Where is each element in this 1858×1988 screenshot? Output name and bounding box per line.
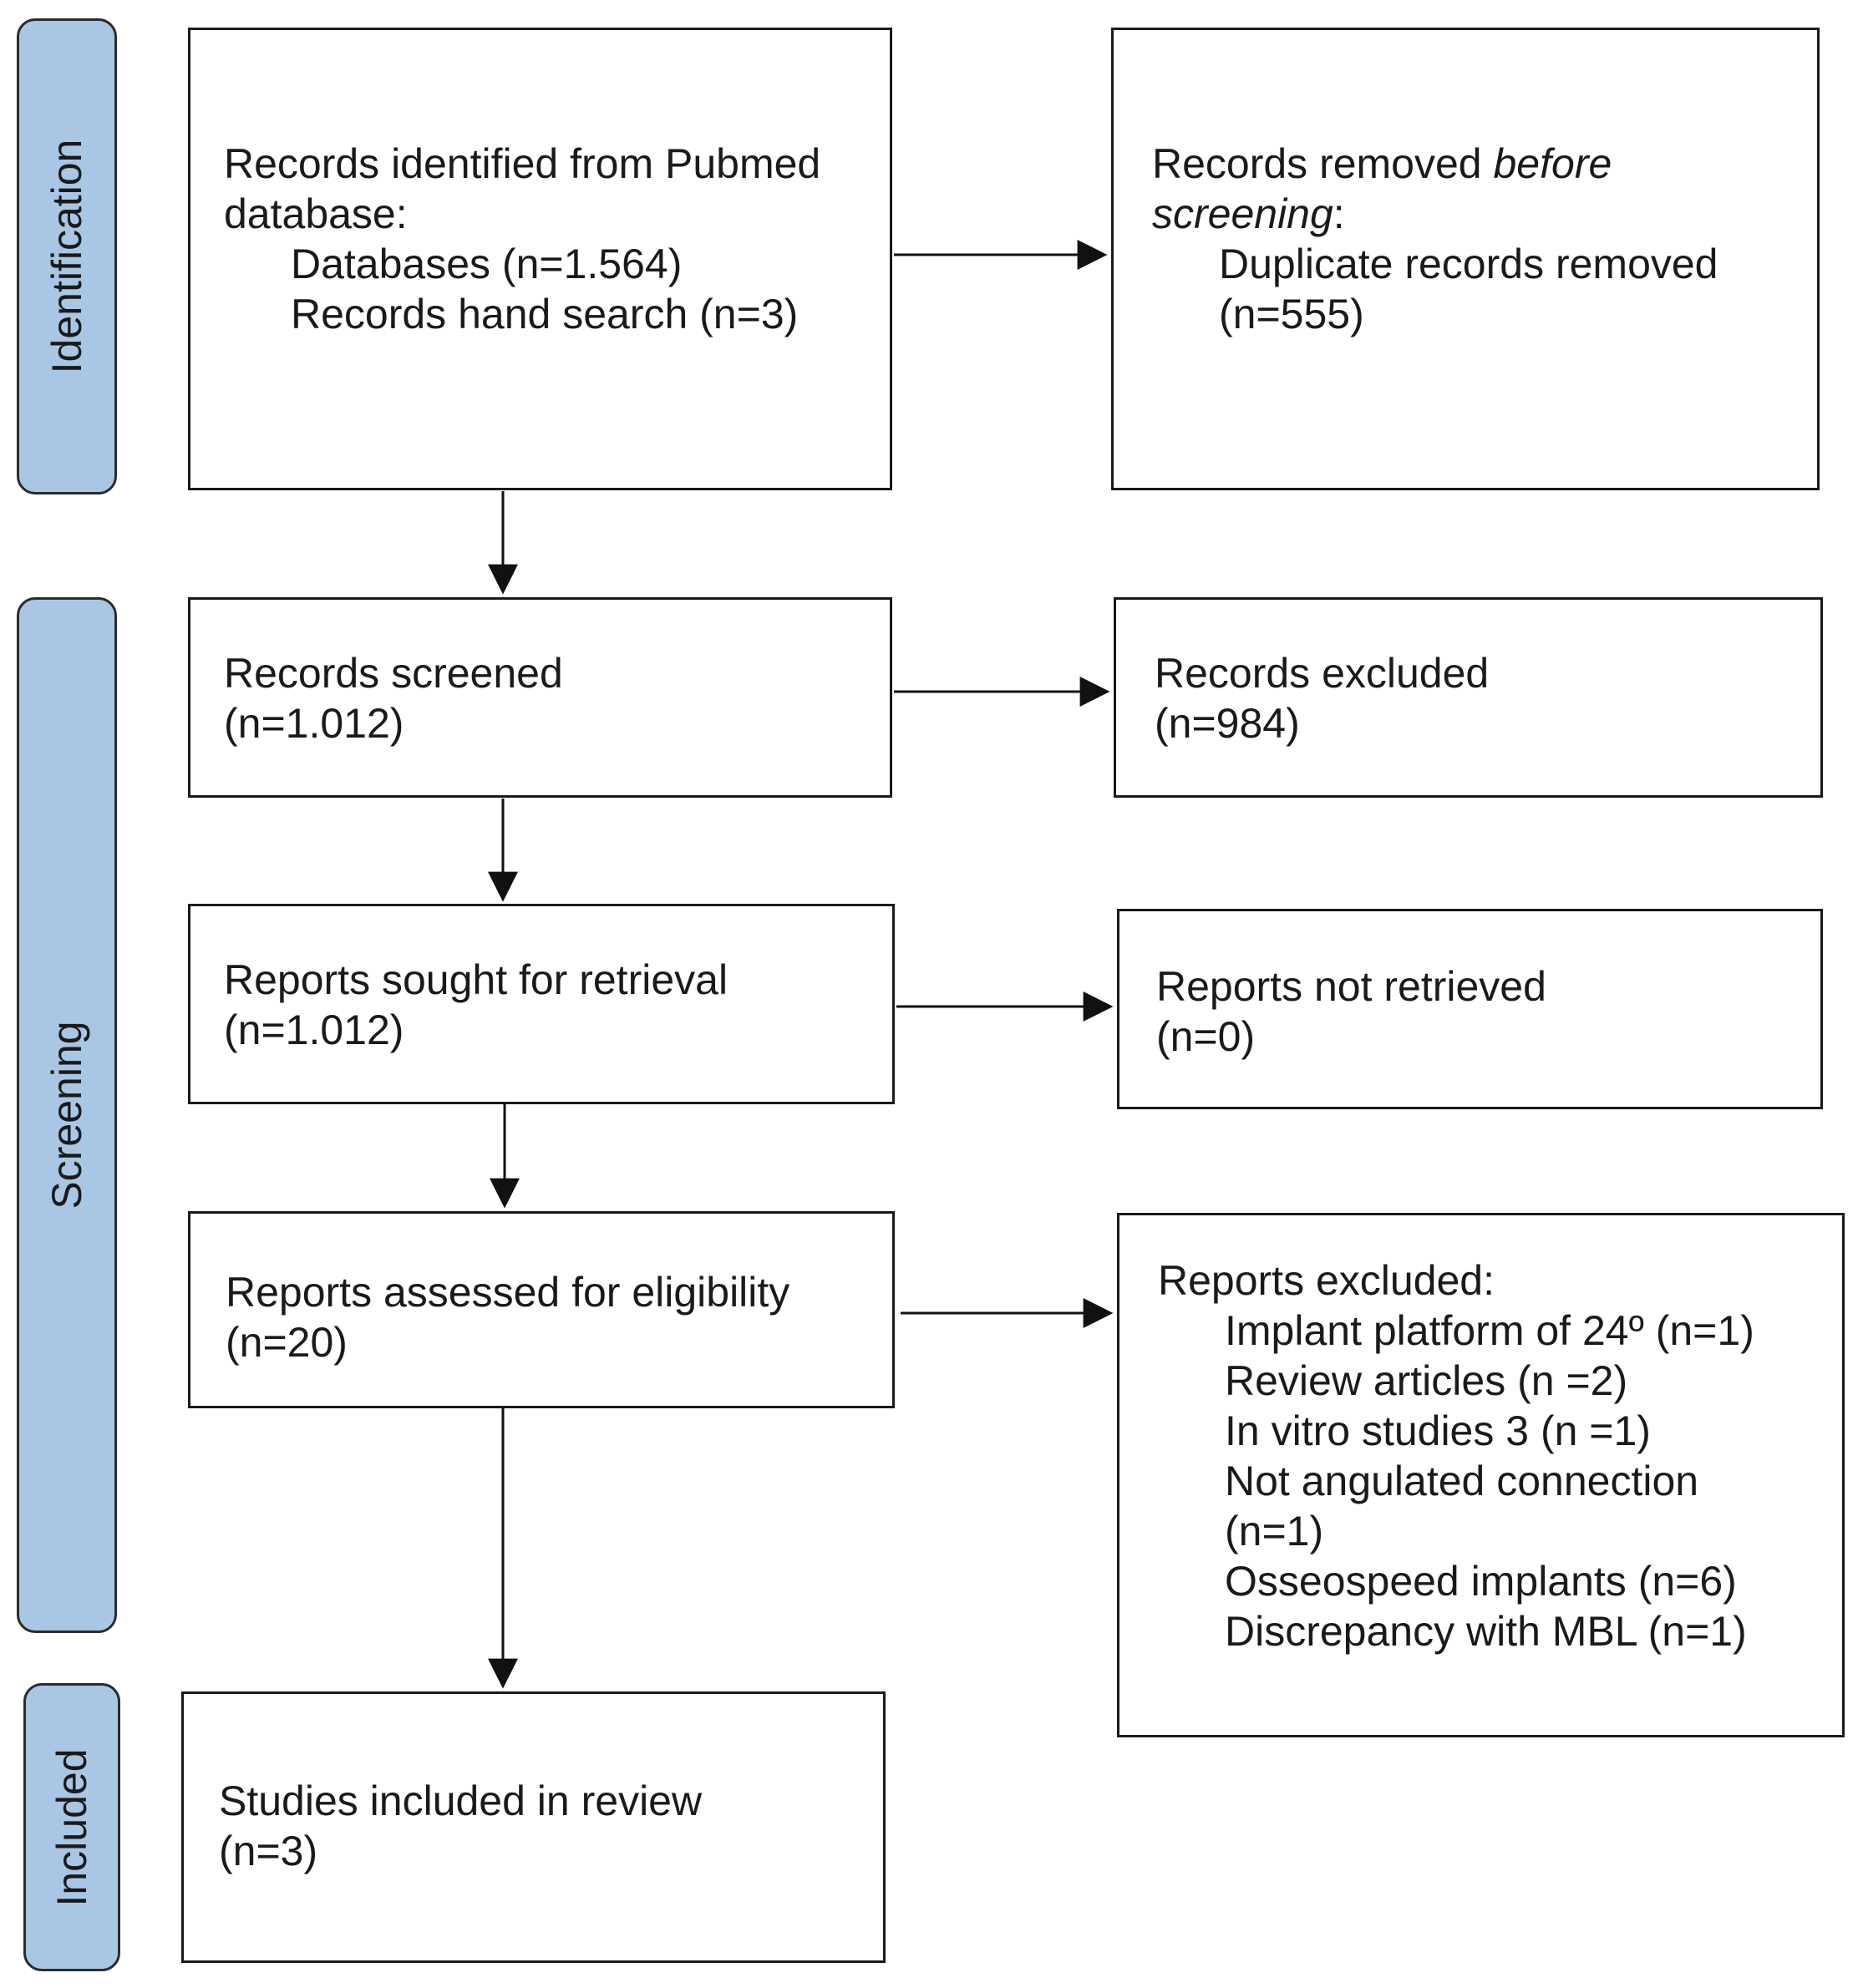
- records-removed-heading-line1: Records removed before: [1152, 139, 1718, 189]
- reports-not-retrieved-box: Reports not retrieved (n=0): [1117, 909, 1823, 1109]
- records-screened-count: (n=1.012): [224, 700, 404, 747]
- exclusion-reason: Implant platform of 24º (n=1): [1225, 1307, 1754, 1354]
- reports-not-retrieved-title: Reports not retrieved: [1156, 963, 1546, 1010]
- records-excluded-count: (n=984): [1155, 700, 1300, 747]
- exclusion-reason: Review articles (n =2): [1225, 1357, 1628, 1404]
- exclusion-reason: Osseospeed implants (n=6): [1225, 1558, 1737, 1605]
- studies-included-title: Studies included in review: [219, 1778, 703, 1824]
- reports-excluded-title: Reports excluded:: [1158, 1257, 1495, 1304]
- phase-included: Included: [23, 1683, 120, 1971]
- reports-assessed-title: Reports assessed for eligibility: [226, 1269, 790, 1316]
- records-screened-title: Records screened: [224, 650, 563, 697]
- reports-sought-count: (n=1.012): [224, 1007, 404, 1053]
- hand-search-count: Records hand search (n=3): [291, 291, 799, 337]
- records-removed-box: Records removed before screening: Duplic…: [1111, 28, 1820, 490]
- records-removed-screening: screening: [1152, 190, 1333, 237]
- records-identified-line2: database:: [224, 190, 408, 237]
- exclusion-reason: (n=1): [1225, 1508, 1324, 1554]
- studies-included-box: Studies included in review (n=3): [181, 1691, 886, 1963]
- reports-not-retrieved-count: (n=0): [1156, 1013, 1256, 1060]
- exclusion-reason: Discrepancy with MBL (n=1): [1225, 1608, 1747, 1655]
- records-screened-box: Records screened (n=1.012): [188, 597, 892, 798]
- records-removed-colon: :: [1333, 190, 1345, 237]
- records-removed-plain: Records removed: [1152, 140, 1494, 187]
- duplicates-removed-count: (n=555): [1219, 291, 1364, 337]
- records-excluded-title: Records excluded: [1155, 650, 1490, 697]
- databases-count: Databases (n=1.564): [291, 241, 683, 287]
- phase-screening: Screening: [17, 597, 117, 1633]
- reports-sought-box: Reports sought for retrieval (n=1.012): [188, 904, 895, 1104]
- reports-excluded-box: Reports excluded: Implant platform of 24…: [1117, 1213, 1845, 1737]
- duplicates-removed-label: Duplicate records removed: [1219, 241, 1718, 287]
- records-identified-box: Records identified from Pubmed database:…: [188, 28, 892, 490]
- phase-identification: Identification: [17, 18, 117, 494]
- reports-sought-title: Reports sought for retrieval: [224, 956, 728, 1003]
- studies-included-count: (n=3): [219, 1828, 318, 1874]
- records-removed-before: before: [1493, 140, 1612, 187]
- reports-assessed-box: Reports assessed for eligibility (n=20): [188, 1211, 895, 1408]
- records-removed-heading-line2: screening:: [1152, 189, 1718, 239]
- records-excluded-box: Records excluded (n=984): [1114, 597, 1823, 798]
- exclusion-reason: In vitro studies 3 (n =1): [1225, 1407, 1651, 1454]
- exclusion-reason: Not angulated connection: [1225, 1458, 1699, 1504]
- records-identified-line1: Records identified from Pubmed: [224, 140, 821, 187]
- reports-assessed-count: (n=20): [226, 1319, 348, 1366]
